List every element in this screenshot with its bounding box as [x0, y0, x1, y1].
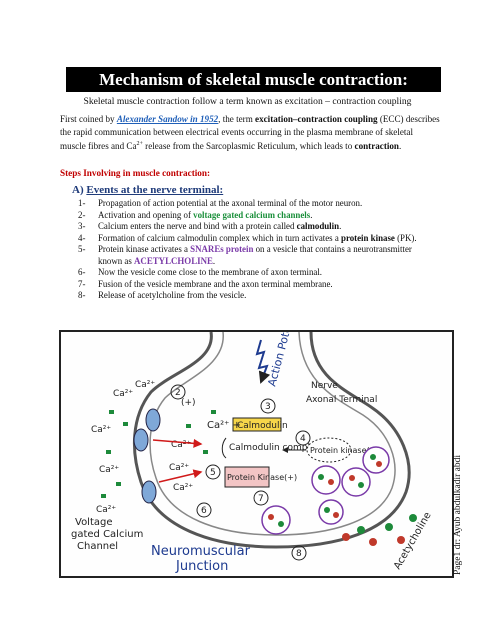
list-number: 6- — [78, 267, 86, 277]
list-text: Protein kinase activates a — [98, 244, 191, 254]
protein-kinase-box — [224, 466, 270, 488]
svg-text:Ca²⁺: Ca²⁺ — [91, 425, 111, 435]
calcium-entry-arrow — [152, 438, 203, 448]
axon-terminal-membrane — [132, 332, 411, 549]
svg-text:Ca²⁺: Ca²⁺ — [173, 483, 193, 493]
voltage-gated-label-1: Voltage — [75, 517, 113, 528]
svg-text:Ca²⁺: Ca²⁺ — [171, 440, 191, 450]
author-link[interactable]: Alexander Sandow in 1952 — [116, 114, 219, 124]
svg-text:8: 8 — [296, 549, 302, 559]
side-credit-text: Page1 dr: Ayub abdulkadir abdi — [453, 455, 463, 575]
protein-kinase-oval — [306, 437, 352, 463]
steps-heading: Steps Involving in muscle contraction: — [60, 168, 211, 178]
vesicle-group — [261, 446, 390, 535]
plus-sign: (+) — [181, 398, 196, 408]
list-text: on a vesicle that contains a neurotransm… — [98, 244, 412, 266]
list-item: 5- Protein kinase activates a SNAREs prot… — [78, 244, 438, 267]
protein-kinase-box-label: Protein Kinase(+) — [227, 473, 297, 482]
intro-text-3: (ECC) describes the rapid communication … — [60, 114, 440, 152]
protein-kinase-label: Protein kinase(+) — [310, 446, 379, 455]
section-a-label: Events at the nerve terminal: — [86, 184, 224, 196]
list-text: Propagation of action potential at the a… — [98, 198, 363, 208]
svg-text:Ca²⁺: Ca²⁺ — [96, 505, 116, 515]
snares-highlight: SNAREs protein — [190, 244, 254, 254]
voltage-gated-label-2: gated Calcium — [71, 529, 143, 540]
list-item: 7- Fusion of the vesicle membrane and the… — [78, 279, 438, 291]
page-title: Mechanism of skeletal muscle contraction… — [66, 67, 441, 92]
list-text: (PK). — [394, 232, 417, 243]
section-a-prefix: A) — [72, 184, 84, 196]
svg-text:7: 7 — [258, 494, 264, 504]
action-potential-label: Action Potential — [265, 332, 300, 388]
contraction-term: contraction — [354, 141, 399, 152]
list-number: 1- — [78, 198, 86, 208]
ca-superscript: 2+ — [136, 141, 143, 148]
action-potential-arrow — [255, 339, 271, 384]
list-text: Now the vesicle come close to the membra… — [98, 267, 323, 277]
svg-text:Ca²⁺: Ca²⁺ — [169, 463, 189, 473]
list-text: . — [310, 209, 313, 220]
list-number: 7- — [78, 278, 86, 289]
calcium-entry-arrow-2 — [158, 469, 203, 483]
list-number: 5- — [78, 244, 86, 254]
nerve-label: Nerve — [311, 381, 338, 391]
subtitle: Skeletal muscle contraction follow a ter… — [83, 96, 412, 107]
svg-text:6: 6 — [201, 506, 207, 516]
list-item: 1- Propagation of action potential at the… — [78, 198, 438, 210]
list-number: 3- — [78, 221, 86, 231]
side-credit: Page1 dr: Ayub abdulkadir abdi — [453, 455, 469, 575]
list-item: 6- Now the vesicle come close to the memb… — [78, 267, 438, 279]
intro-text-4: release from the Sarcoplasmic Reticulum,… — [142, 141, 355, 152]
voltage-gated-label-3: Channel — [77, 541, 118, 552]
svg-text:4: 4 — [300, 434, 306, 444]
list-text: Activation and opening of — [98, 209, 194, 220]
diagram-canvas: Action Potential Nerve Axonal Terminal C… — [71, 332, 434, 574]
svg-text:Ca²⁺: Ca²⁺ — [113, 389, 133, 399]
calmodulin-highlight: calmodulin — [296, 221, 340, 231]
list-number: 2- — [78, 209, 86, 220]
calcium-ion-label: Ca²⁺ + — [207, 420, 241, 431]
calcium-green-dots — [101, 410, 216, 498]
protein-kinase-highlight: protein kinase — [341, 232, 395, 243]
neuromuscular-label-2: Junction — [175, 559, 228, 574]
intro-paragraph: First coined by Alexander Sandow in 1952… — [60, 113, 440, 153]
acetylcholine-molecules — [342, 514, 417, 546]
list-item: 2- Activation and opening of voltage gate… — [78, 210, 438, 222]
axonal-terminal-label: Axonal Terminal — [306, 395, 377, 405]
list-item: 3- Calcium enters the nerve and bind with… — [78, 221, 438, 233]
list-text: Formation of calcium calmodulin complex … — [98, 232, 342, 243]
voltage-gated-highlight: voltage gated calcium channels — [193, 209, 311, 220]
neuromuscular-junction-diagram: Action Potential Nerve Axonal Terminal C… — [59, 330, 454, 578]
calmodulin-box — [232, 417, 282, 432]
list-text: . — [212, 255, 216, 266]
svg-text:Ca²⁺: Ca²⁺ — [99, 465, 119, 475]
section-a-heading: A) Events at the nerve terminal: — [72, 184, 223, 196]
list-text: . — [339, 221, 342, 231]
svg-text:3: 3 — [265, 402, 271, 412]
ecc-term: excitation–contraction coupling — [255, 114, 378, 124]
step-number-markers: 2 3 4 5 6 7 8 — [170, 384, 311, 561]
acetylcholine-highlight: ACETYLCHOLINE — [134, 255, 213, 266]
calmodulin-complex-label: Calmodulin complex — [229, 443, 321, 453]
neuromuscular-label-1: Neuromuscular — [151, 544, 251, 559]
list-text: Calcium enters the nerve and bind with a… — [98, 221, 297, 231]
intro-text-2: , the term — [218, 114, 256, 124]
list-number: 8- — [78, 290, 86, 300]
intro-text-1: First coined by — [60, 114, 117, 124]
voltage-gated-channel-icon — [133, 408, 161, 504]
list-text: Release of acetylcholine from the vesicl… — [98, 290, 247, 300]
list-item: 8- Release of acetylcholine from the vesi… — [78, 290, 438, 302]
list-number: 4- — [78, 232, 86, 243]
svg-text:Ca²⁺: Ca²⁺ — [135, 380, 155, 390]
calcium-ions-extracellular: Ca²⁺Ca²⁺ Ca²⁺Ca²⁺ Ca²⁺Ca²⁺ Ca²⁺Ca²⁺ — [91, 380, 193, 515]
calmodulin-label: Calmodulin — [237, 421, 288, 431]
intro-end: . — [398, 141, 402, 152]
list-item: 4- Formation of calcium calmodulin comple… — [78, 233, 438, 245]
svg-text:5: 5 — [210, 468, 216, 478]
svg-text:2: 2 — [175, 388, 181, 398]
calmodulin-complex-bracket — [221, 437, 227, 459]
list-text: Fusion of the vesicle membrane and the a… — [98, 278, 333, 289]
events-list: 1- Propagation of action potential at the… — [78, 198, 438, 302]
axon-terminal-inner — [149, 332, 396, 536]
